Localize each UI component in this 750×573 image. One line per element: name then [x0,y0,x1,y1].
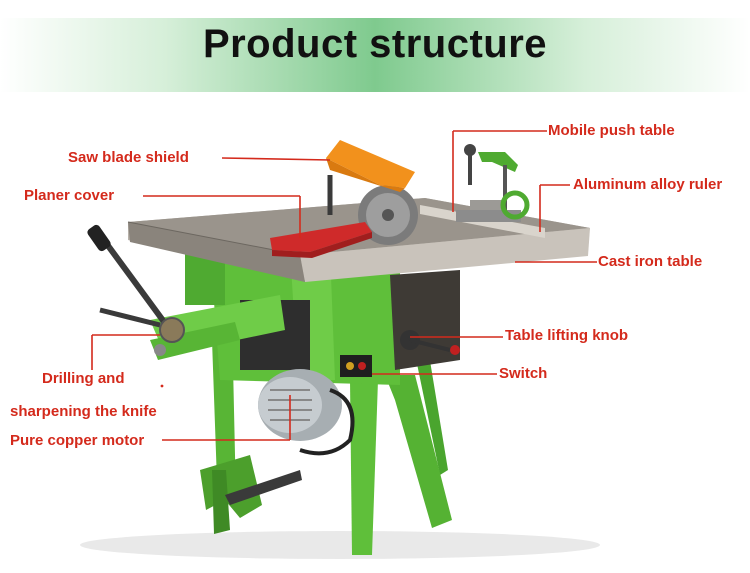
page-title: Product structure [202,22,548,66]
machine-body [210,250,460,385]
label-drilling-line1: Drilling and [42,370,125,387]
mobile-push-table-graphic [456,144,530,222]
saw-blade-graphic [358,185,418,245]
label-aluminum-ruler: Aluminum alloy ruler [573,176,723,193]
label-motor: Pure copper motor [10,432,145,449]
title-banner [0,18,750,92]
planer-cover-graphic [270,222,372,258]
switch-box-graphic [340,355,372,377]
label-drilling-line2: sharpening the knife [10,403,157,420]
label-switch: Switch [499,365,548,382]
lifting-knob-graphic [400,330,460,355]
machine-legs [200,300,452,555]
label-lifting-knob: Table lifting knob [505,327,629,344]
motor-graphic [258,369,355,456]
saw-blade-shield-graphic [326,140,415,215]
label-saw-blade-shield: Saw blade shield [68,149,189,166]
label-mobile-push-table: Mobile push table [548,122,675,139]
leader-lines [91,130,597,441]
label-cast-iron-table: Cast iron table [598,253,703,270]
label-planer-cover: Planer cover [24,187,115,204]
